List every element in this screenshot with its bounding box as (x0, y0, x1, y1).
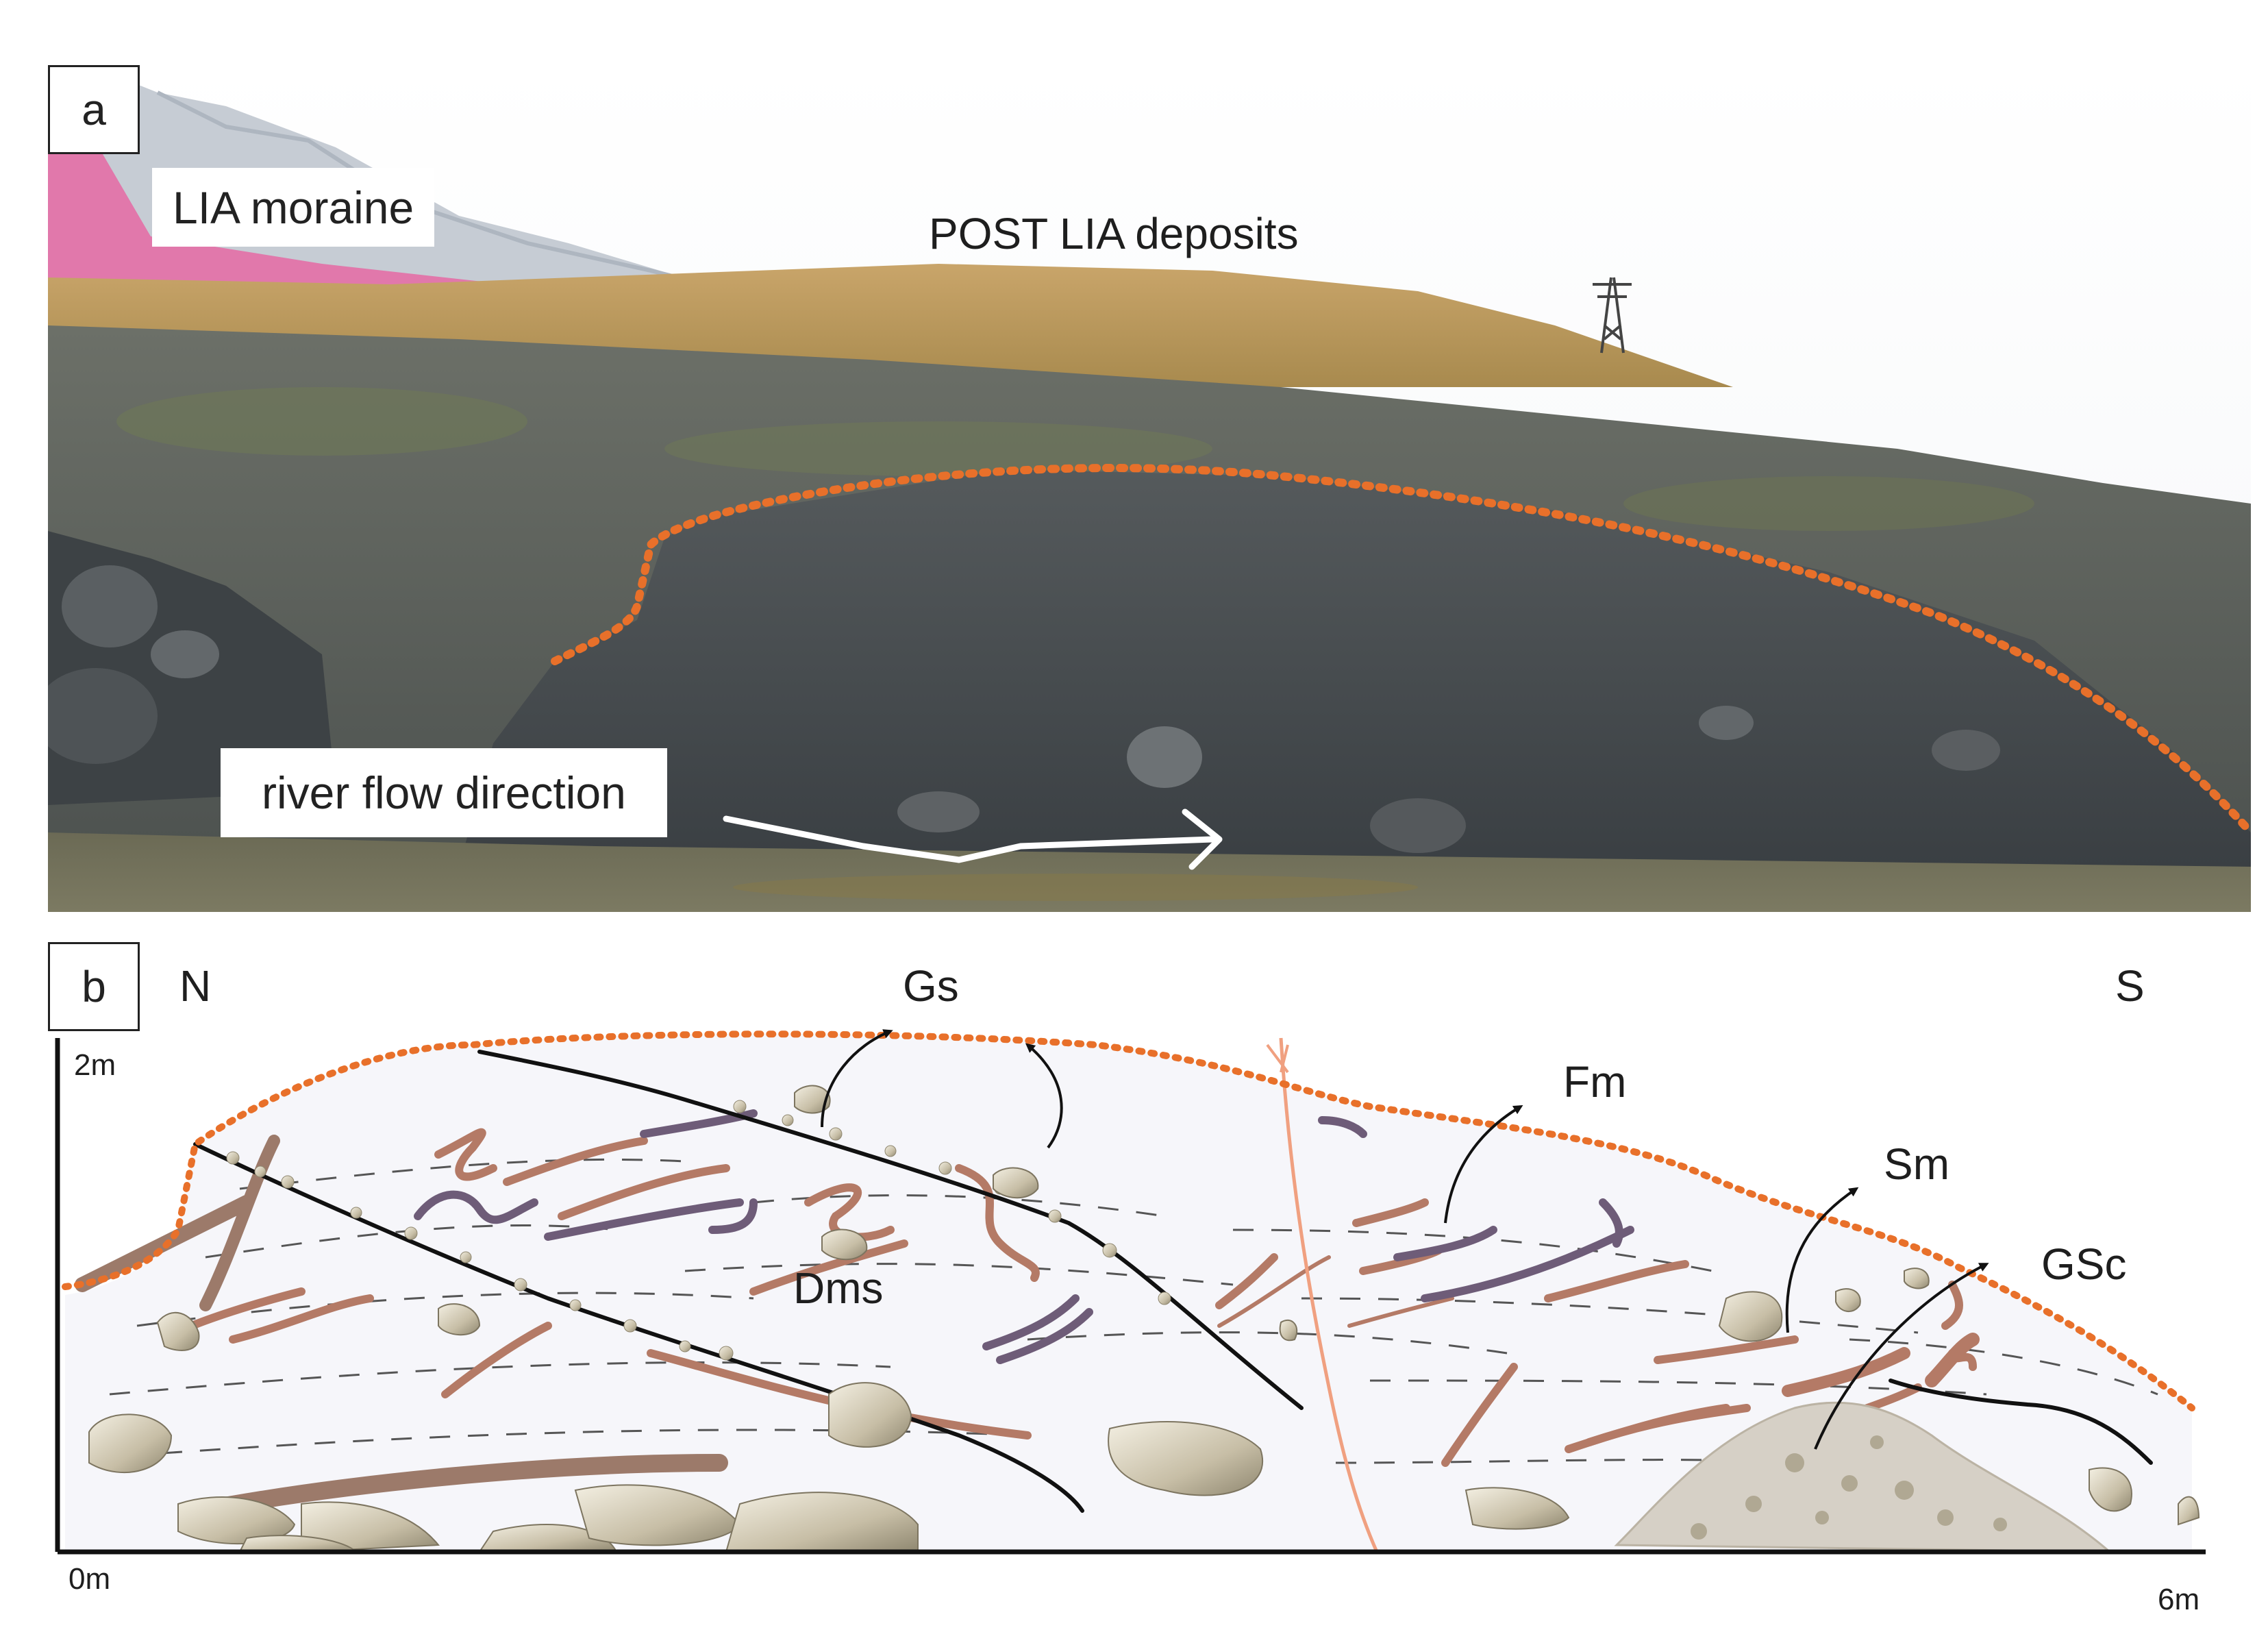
river-flow-arrow (723, 808, 1223, 870)
post-lia-label: POST LIA deposits (929, 209, 1299, 258)
facies-gsc-label: GSc (2041, 1239, 2127, 1289)
facies-sm-label: Sm (1884, 1139, 1949, 1189)
contact-line-a (551, 464, 2251, 837)
gsc-lens (1614, 1401, 2113, 1553)
facies-dms-label: Dms (793, 1263, 884, 1313)
north-label: N (179, 961, 212, 1011)
stratigraphic-sketch (55, 1029, 2206, 1555)
lia-moraine-label: LIA moraine (152, 168, 435, 247)
gsc-clasts (1691, 1435, 2007, 1540)
scale-axes (55, 1038, 2206, 1555)
panel-a-label: a (48, 65, 140, 154)
panel-b-label: b (48, 942, 140, 1031)
pylon-icon (1593, 277, 1632, 354)
photo-panel-a (48, 65, 2251, 912)
moraine-overlay (48, 154, 569, 291)
scale-end-label: 6m (2158, 1583, 2200, 1616)
facies-gs-label: Gs (903, 961, 959, 1011)
south-label: S (2115, 961, 2145, 1011)
facies-fm-label: Fm (1563, 1057, 1627, 1107)
fault-line (1279, 1037, 1379, 1553)
scale-top-label: 2m (74, 1048, 116, 1082)
scale-origin-label: 0m (68, 1562, 111, 1596)
sketch-panel-b (0, 942, 2268, 1643)
boulders (88, 1085, 2200, 1553)
contact-line-b (62, 1030, 2195, 1411)
outcrop-photo (48, 65, 2251, 912)
river-flow-label: river flow direction (221, 748, 667, 837)
facies-arrows (821, 1029, 1989, 1450)
